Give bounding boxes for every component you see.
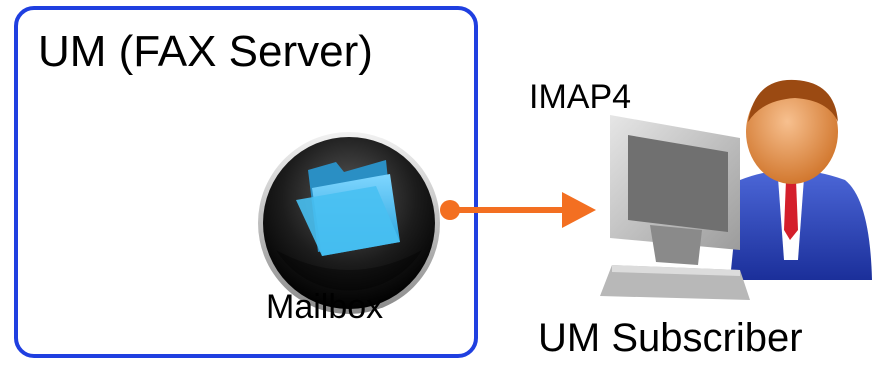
- um-subscriber-label: UM Subscriber: [538, 316, 803, 360]
- mailbox-folder-icon: [258, 132, 440, 314]
- mailbox-label: Mailbox: [266, 288, 384, 326]
- fax-server-title: UM (FAX Server): [38, 27, 373, 76]
- imap4-protocol-label: IMAP4: [529, 78, 632, 116]
- imap4-connection-arrow: [440, 192, 596, 228]
- user-at-computer-icon: [600, 79, 872, 300]
